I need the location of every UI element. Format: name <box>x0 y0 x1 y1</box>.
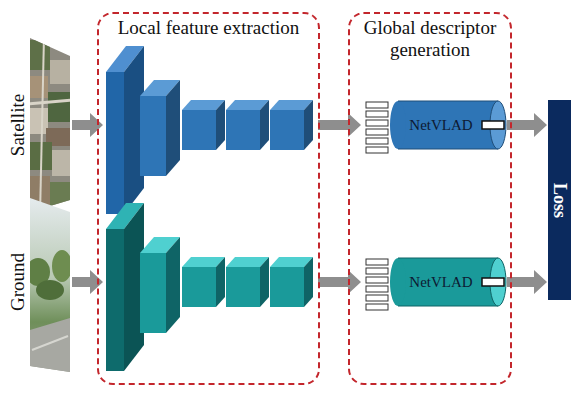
satellite-cnn <box>106 72 124 214</box>
satellite-image <box>28 108 48 134</box>
cylinder-label: NetVLAD <box>409 117 472 134</box>
netvlad-cylinder: NetVLAD <box>390 257 506 307</box>
satellite-image <box>40 36 44 216</box>
ground-cnn <box>166 237 180 333</box>
feature-arrows <box>318 270 361 294</box>
cylinder-label: NetVLAD <box>409 274 472 291</box>
ground-image <box>28 196 72 376</box>
input-label: Satellite <box>7 94 29 156</box>
feature-stack <box>366 304 388 310</box>
ground-cnn <box>182 267 216 307</box>
feature-stack <box>366 111 388 117</box>
satellite-image <box>28 100 72 104</box>
loss-label: Loss <box>549 182 570 217</box>
ground-cnn <box>226 267 260 307</box>
feature-stack <box>366 129 388 135</box>
dashed-stage-region: Local feature extraction <box>97 12 320 385</box>
dashed-stage-region: Global descriptor generationNetVLAD NetVL… <box>348 12 512 385</box>
stage-title-text: Global descriptor generation <box>364 17 496 60</box>
feature-stack <box>366 147 388 153</box>
cylinder-edge <box>398 258 498 259</box>
satellite-image <box>28 40 50 70</box>
satellite-cnn <box>304 100 313 150</box>
feature-stack <box>366 286 388 292</box>
cylinder-left-end <box>390 258 406 306</box>
loss-bar: Loss <box>548 100 571 300</box>
input-label: Ground <box>7 253 29 311</box>
descriptor-vector <box>482 278 504 286</box>
feature-stack <box>366 259 388 310</box>
cylinder-edge <box>398 101 498 102</box>
cylinder-edge <box>398 149 498 150</box>
ground-cnn <box>106 203 313 371</box>
feature-stack <box>366 268 388 274</box>
satellite-image <box>28 142 52 170</box>
ground-image <box>32 336 68 350</box>
stage-title: Local feature extraction <box>99 14 318 39</box>
satellite-cnn <box>140 96 166 176</box>
satellite-cnn <box>106 46 313 214</box>
input-label-holder: Satellite <box>3 65 33 185</box>
netvlad-cylinder: NetVLAD <box>390 100 506 150</box>
feature-arrows <box>318 113 361 294</box>
ground-cnn <box>260 257 269 307</box>
feature-stack <box>366 295 388 301</box>
satellite-image <box>52 150 72 176</box>
descriptor-vector <box>482 121 504 129</box>
cylinder-left-end <box>390 101 406 149</box>
flow-arrow <box>507 113 547 137</box>
stage-title: Global descriptor generation <box>350 14 510 61</box>
ground-image <box>26 196 72 376</box>
satellite-image <box>28 36 72 216</box>
cylinder-edge <box>398 306 498 307</box>
feature-stack <box>366 102 388 108</box>
ground-image <box>52 250 72 282</box>
ground-image <box>36 280 64 300</box>
feature-stack <box>366 259 388 265</box>
input-label-holder: Ground <box>3 222 33 342</box>
ground-image <box>30 318 70 372</box>
feature-arrows <box>318 113 361 137</box>
feature-stack <box>366 120 388 126</box>
ground-cnn <box>106 229 124 371</box>
feature-stack <box>366 277 388 283</box>
ground-cnn <box>270 267 304 307</box>
satellite-image <box>50 60 72 84</box>
satellite-cnn <box>216 100 225 150</box>
satellite-image <box>28 36 72 216</box>
ground-cnn <box>140 253 166 333</box>
satellite-image <box>48 92 72 122</box>
satellite-cnn <box>166 80 180 176</box>
ground-cnn <box>304 257 313 307</box>
satellite-cnn <box>182 110 216 150</box>
stage-title-text: Local feature extraction <box>118 17 299 38</box>
flow-arrow <box>507 270 547 294</box>
satellite-cnn <box>260 100 269 150</box>
feature-stack <box>366 138 388 144</box>
feature-stack <box>366 102 388 153</box>
satellite-image <box>30 76 48 98</box>
satellite-cnn <box>226 110 260 150</box>
satellite-cnn <box>270 110 304 150</box>
ground-cnn <box>216 257 225 307</box>
